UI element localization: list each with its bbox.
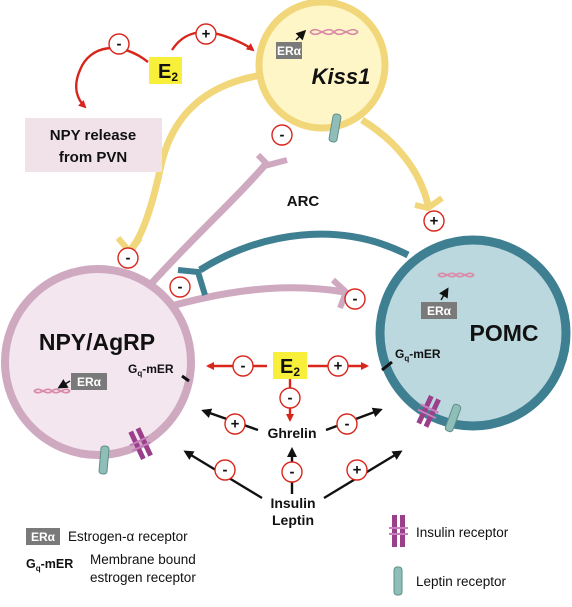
npy-agrp-label: NPY/AgRP <box>39 329 155 355</box>
e2-top-inhibit-arrow <box>75 46 149 109</box>
npy-release-line1: NPY release <box>50 127 136 144</box>
e2-center-label: E2 <box>280 356 300 379</box>
insulin-receptor-icon <box>389 515 408 547</box>
svg-text:-: - <box>290 464 295 481</box>
svg-text:Membrane bound: Membrane bound <box>90 552 196 567</box>
dna-icon-npy <box>33 388 71 394</box>
svg-text:-: - <box>126 250 131 267</box>
dna-icon-kiss1 <box>309 28 359 36</box>
arc-label: ARC <box>287 193 320 210</box>
sign-pomc-to-npy: - <box>169 276 191 298</box>
sign-npy-to-pomc: - <box>344 288 366 310</box>
svg-text:Insulin receptor: Insulin receptor <box>416 525 509 540</box>
svg-text:ERα: ERα <box>427 304 452 318</box>
leptin-receptor-pomc <box>444 403 462 433</box>
er-alpha-pomc: ERα <box>421 287 457 319</box>
svg-text:+: + <box>231 416 240 433</box>
svg-text:ERα: ERα <box>31 530 56 544</box>
e2-top-label: E2 <box>158 61 178 84</box>
svg-text:Gq-mER: Gq-mER <box>395 347 441 363</box>
svg-text:ERα: ERα <box>77 375 102 389</box>
svg-text:+: + <box>202 26 211 43</box>
npy-terminal-pomc <box>330 277 350 310</box>
kiss1-label: Kiss1 <box>312 64 371 89</box>
sign-insulin-leptin-to-pomc: + <box>346 459 368 481</box>
legend-gq-mer: Gq-mER Membrane bound estrogen receptor <box>26 552 196 585</box>
svg-text:-: - <box>117 36 122 53</box>
pomc-neuron <box>375 235 571 431</box>
sign-insulin-leptin-to-npy: - <box>214 459 236 481</box>
legend: ERα Estrogen-α receptor Gq-mER Membrane … <box>26 515 509 596</box>
leptin-receptor-kiss1 <box>328 113 342 143</box>
sign-e2-to-ghrelin: - <box>279 387 301 409</box>
svg-text:Gq-mER: Gq-mER <box>128 362 174 378</box>
pomc-terminal-npy <box>177 267 208 296</box>
insulin-label: Insulin <box>270 495 315 511</box>
svg-text:+: + <box>353 462 362 479</box>
npy-release-line2: from PVN <box>59 149 127 166</box>
ghrelin-label: Ghrelin <box>267 425 316 441</box>
sign-e2-top-plus: + <box>195 23 217 45</box>
svg-text:estrogen receptor: estrogen receptor <box>90 570 196 585</box>
pomc-label: POMC <box>470 320 539 346</box>
insulin-receptor-npy <box>128 427 153 460</box>
sign-ghrelin-to-pomc: - <box>336 413 358 435</box>
gq-mer-pomc: Gq-mER <box>381 347 441 372</box>
kiss1-axon-right <box>360 117 432 206</box>
svg-text:Estrogen-α receptor: Estrogen-α receptor <box>68 529 188 544</box>
sign-kiss1-to-pomc: + <box>423 210 445 232</box>
leptin-receptor-npy <box>98 445 110 475</box>
sign-npy-to-kiss1: - <box>271 124 293 146</box>
svg-text:Leptin receptor: Leptin receptor <box>416 574 507 589</box>
svg-text:+: + <box>430 213 439 230</box>
npy-terminal-kiss1 <box>255 152 288 169</box>
er-alpha-npy: ERα <box>57 373 107 390</box>
sign-e2-to-npy: - <box>232 355 254 377</box>
e2-center-box <box>273 352 307 379</box>
svg-text:-: - <box>353 291 358 308</box>
sign-ghrelin-to-npy: + <box>224 413 246 435</box>
e2-top-box <box>149 57 182 84</box>
insulin-receptor-pomc <box>416 395 441 428</box>
leptin-label: Leptin <box>272 512 314 528</box>
npy-agrp-neuron <box>1 265 195 459</box>
legend-leptin-receptor: Leptin receptor <box>393 566 507 596</box>
svg-text:+: + <box>334 358 343 375</box>
gq-mer-npy: Gq-mER <box>128 362 190 383</box>
npy-axon-right <box>174 284 346 309</box>
legend-insulin-receptor: Insulin receptor <box>389 515 509 547</box>
svg-text:ERα: ERα <box>277 44 302 58</box>
legend-er-alpha: ERα Estrogen-α receptor <box>26 528 188 545</box>
sign-kiss1-to-npy: - <box>117 247 139 269</box>
sign-insulin-leptin-to-ghrelin: - <box>281 461 303 483</box>
er-alpha-kiss1: ERα <box>276 29 307 59</box>
leptin-receptor-icon <box>393 566 403 596</box>
kiss1-terminal-pomc <box>414 195 444 212</box>
svg-text:Gq-mER: Gq-mER <box>26 557 73 573</box>
dna-icon-pomc <box>437 272 475 278</box>
svg-text:-: - <box>178 279 183 296</box>
svg-text:-: - <box>280 127 285 144</box>
svg-text:-: - <box>288 390 293 407</box>
svg-text:-: - <box>345 416 350 433</box>
npy-axon-up <box>147 162 268 288</box>
svg-text:-: - <box>223 462 228 479</box>
sign-e2-top-minus: - <box>108 33 130 55</box>
svg-text:-: - <box>241 358 246 375</box>
npy-release-box <box>25 118 162 172</box>
e2-top-activate-arrow <box>170 31 255 52</box>
pomc-axon-left <box>198 230 410 273</box>
sign-e2-to-pomc: + <box>327 355 349 377</box>
